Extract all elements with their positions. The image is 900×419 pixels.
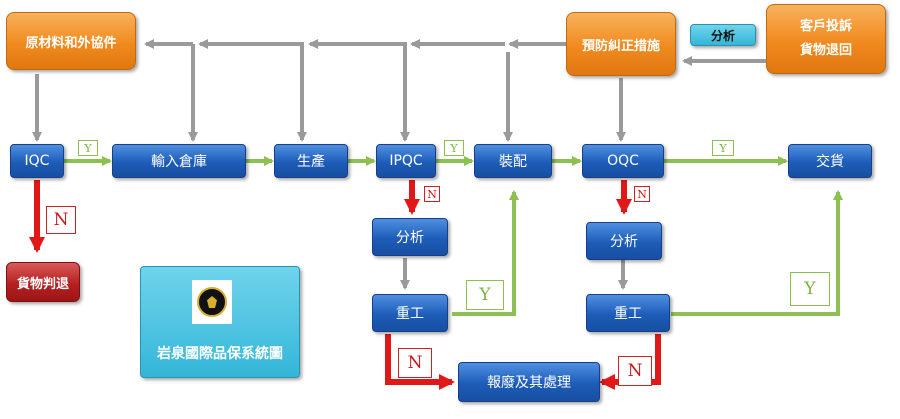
yes-arrows [64,156,843,316]
production-box: 生產 [274,144,348,178]
yes-tag-iqc: Y [78,140,98,156]
yes-tag-ipqc: Y [444,140,464,156]
reject-box: 貨物判退 [6,262,80,302]
production-label: 生產 [297,154,325,170]
oqc-box: OQC [582,144,664,178]
analysis-top-box: 分析 [690,24,756,46]
yes-tag-oqc: Y [712,140,734,156]
no-tag-iqc: N [46,206,76,234]
company-logo [192,280,232,324]
complaint-line2: 貨物退回 [799,43,852,58]
warehouse-box: 輸入倉庫 [112,144,246,178]
yes-tag-rework-ipqc: Y [466,280,504,310]
raw-materials-box: 原材料和外協件 [6,12,136,70]
preventive-action-box: 預防糾正措施 [566,12,676,76]
analysis-oqc-label: 分析 [610,234,638,250]
rework-oqc-label: 重工 [614,306,642,322]
iqc-label: IQC [24,153,50,169]
no-tag-oqc: N [634,186,650,202]
analysis-ipqc-label: 分析 [396,230,424,246]
oqc-label: OQC [607,153,639,169]
reject-label: 貨物判退 [16,276,69,292]
preventive-action-label: 預防糾正措施 [581,38,660,54]
rework-ipqc-label: 重工 [396,306,424,322]
analysis-top-label: 分析 [710,28,735,43]
assembly-box: 裝配 [474,144,552,178]
no-arrows [29,180,661,390]
assembly-label: 裝配 [499,154,527,170]
rework-ipqc-box: 重工 [372,294,448,332]
ipqc-box: IPQC [376,144,436,178]
iqc-box: IQC [10,144,64,178]
warehouse-label: 輸入倉庫 [151,154,207,170]
delivery-label: 交貨 [816,154,844,170]
scrap-box: 報廢及其處理 [458,362,600,402]
system-title-label: 岩泉國際品保系統圖 [157,346,283,362]
company-emblem-icon [197,287,227,317]
scrap-label: 報廢及其處理 [487,375,571,391]
analysis-ipqc-box: 分析 [372,218,448,256]
analysis-oqc-box: 分析 [586,222,662,260]
delivery-box: 交貨 [788,144,872,178]
raw-materials-label: 原材料和外協件 [25,35,117,51]
customer-complaint-box: 客戶投訴 貨物退回 [766,4,886,74]
rework-oqc-box: 重工 [586,294,670,332]
no-tag-rework-ipqc: N [398,348,432,378]
no-tag-rework-oqc: N [618,356,652,386]
yes-tag-rework-oqc: Y [790,272,830,306]
complaint-line1: 客戶投訴 [799,19,852,34]
feedback-arrows [32,39,766,290]
no-tag-ipqc: N [424,186,440,202]
ipqc-label: IPQC [389,153,423,169]
